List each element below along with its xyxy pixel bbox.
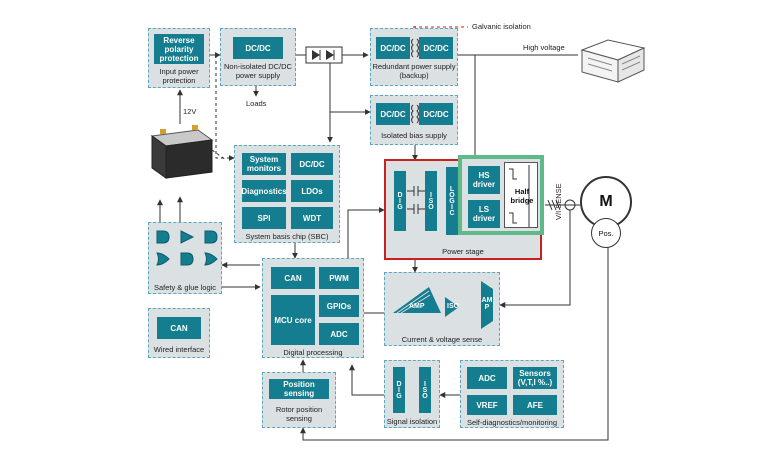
rotor-position-sensing-caption: Rotor position sensing (275, 405, 323, 423)
sense-amp2-label: AMP (481, 297, 493, 311)
rotor-position-sensing-group: Position sensing Rotor position sensing (262, 372, 336, 428)
signal-iso-block: ISO (419, 367, 431, 413)
nonisolated-dcdc-block: DC/DC (233, 37, 283, 59)
ldos-block: LDOs (291, 180, 333, 202)
digital-processing-caption: Digital processing (283, 348, 343, 357)
system-monitors-block: System monitors (242, 153, 286, 175)
amplifier-icons (393, 281, 493, 329)
sbc-group: System monitors DC/DC Diagnostics LDOs S… (234, 145, 340, 243)
capacitor-isolator-icon (407, 186, 425, 214)
power-stage-logic-block: LOGIC (446, 167, 458, 235)
signal-isolation-caption: Signal isolation (386, 417, 438, 426)
gpios-block: GPIOs (319, 295, 359, 317)
twelve-v-label: 12V (183, 107, 197, 116)
dp-can-block: CAN (271, 267, 315, 289)
safety-glue-logic-group: Safety & glue logic (148, 222, 222, 294)
signal-isolation-group: DIG ISO Signal isolation (384, 360, 440, 428)
wired-interface-caption: Wired interface (153, 345, 205, 354)
wired-interface-group: CAN Wired interface (148, 308, 210, 358)
mcu-core-block: MCU core (271, 295, 315, 345)
signal-dig-block: DIG (393, 367, 405, 413)
afe-block: AFE (513, 395, 557, 415)
input-power-protection-group: Reverse polarity protection Input power … (148, 28, 210, 88)
loads-label: Loads (246, 99, 267, 108)
isolated-bias-supply-caption: Isolated bias supply (381, 131, 447, 140)
input-power-protection-caption: Input power protection (159, 67, 199, 85)
power-stage-iso-block: ISO (425, 171, 437, 231)
half-bridge-frame: HS driver LS driver Half bridge (458, 155, 544, 235)
redundant-power-supply-group: DC/DC DC/DC Redundant power supply (back… (370, 28, 458, 86)
safety-glue-logic-caption: Safety & glue logic (153, 283, 217, 292)
galvanic-isolation-label: Galvanic isolation (472, 22, 531, 31)
sense-amp-label: AMP (409, 303, 425, 310)
current-voltage-sense-caption: Current & voltage sense (401, 335, 483, 344)
redundant-dcdc-left-block: DC/DC (376, 37, 410, 59)
sensors-block: Sensors (V,T,I %..) (513, 367, 557, 389)
vref-block: VREF (467, 395, 507, 415)
diode-bridge-icon (305, 46, 343, 64)
isolated-bias-supply-group: DC/DC DC/DC Isolated bias supply (370, 95, 458, 145)
transformer-icon (411, 104, 419, 124)
motor-icon: M (580, 176, 632, 228)
current-sensor-icon (564, 199, 576, 211)
pwm-block: PWM (319, 267, 359, 289)
logic-gates-icon (156, 230, 218, 266)
diag-adc-block: ADC (467, 367, 507, 389)
power-stage-caption: Power stage (442, 247, 484, 256)
transformer-icon (411, 38, 419, 58)
redundant-dcdc-right-block: DC/DC (419, 37, 453, 59)
high-voltage-battery-icon (580, 39, 646, 83)
half-bridge-label: Half bridge (510, 187, 534, 205)
power-stage-dig-block: DIG (394, 171, 406, 231)
vi-sense-label: V/I SENSE (554, 183, 563, 220)
reverse-polarity-protection-block: Reverse polarity protection (154, 34, 204, 64)
can-interface-block: CAN (157, 317, 201, 339)
position-encoder-icon: Pos. (591, 218, 621, 248)
sbc-dcdc-block: DC/DC (291, 153, 333, 175)
position-sensing-block: Position sensing (269, 379, 329, 399)
current-voltage-sense-group: AMP ISO AMP Current & voltage sense (384, 272, 500, 346)
spi-block: SPI (242, 207, 286, 229)
mosfet-icon (509, 165, 530, 227)
hs-driver-block: HS driver (468, 166, 500, 194)
bias-dcdc-right-block: DC/DC (419, 103, 453, 125)
wdt-block: WDT (291, 207, 333, 229)
high-voltage-label: High voltage (523, 43, 565, 52)
sense-iso-label: ISO (447, 303, 460, 310)
ls-driver-block: LS driver (468, 200, 500, 228)
battery-icon (150, 125, 214, 179)
half-bridge-block: Half bridge (504, 162, 538, 228)
self-diagnostics-caption: Self-diagnostics/monitoring (466, 418, 558, 427)
nonisolated-dcdc-group: DC/DC Non-isolated DC/DC power supply (220, 28, 296, 86)
sbc-caption: System basis chip (SBC) (245, 232, 329, 241)
bias-dcdc-left-block: DC/DC (376, 103, 410, 125)
nonisolated-dcdc-caption: Non-isolated DC/DC power supply (224, 62, 292, 80)
redundant-power-supply-caption: Redundant power supply (backup) (372, 62, 456, 80)
dp-adc-block: ADC (319, 323, 359, 345)
self-diagnostics-group: ADC Sensors (V,T,I %..) VREF AFE Self-di… (460, 360, 564, 428)
diagnostics-block: Diagnostics (241, 180, 287, 202)
digital-processing-group: CAN PWM MCU core GPIOs ADC Digital proce… (262, 258, 364, 358)
